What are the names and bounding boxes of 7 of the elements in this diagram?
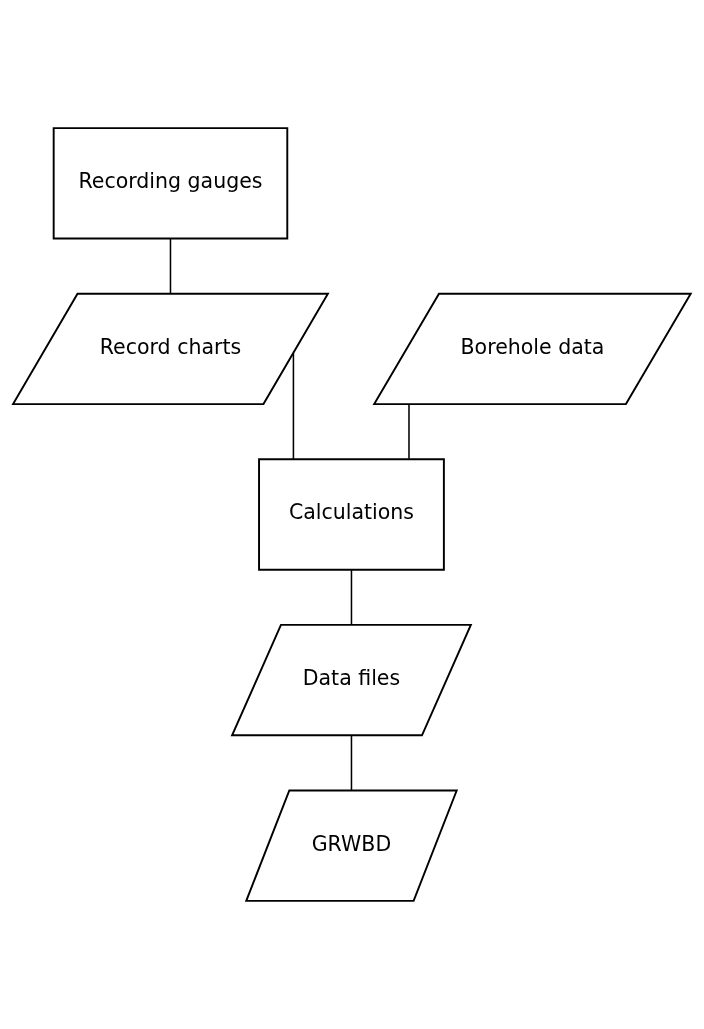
node-box: Recording gauges [52,127,289,240]
connector [350,569,353,626]
connector [169,238,172,294]
connector [350,734,353,791]
connector [408,403,410,460]
connector [292,352,295,460]
node-box: Calculations [258,458,445,571]
